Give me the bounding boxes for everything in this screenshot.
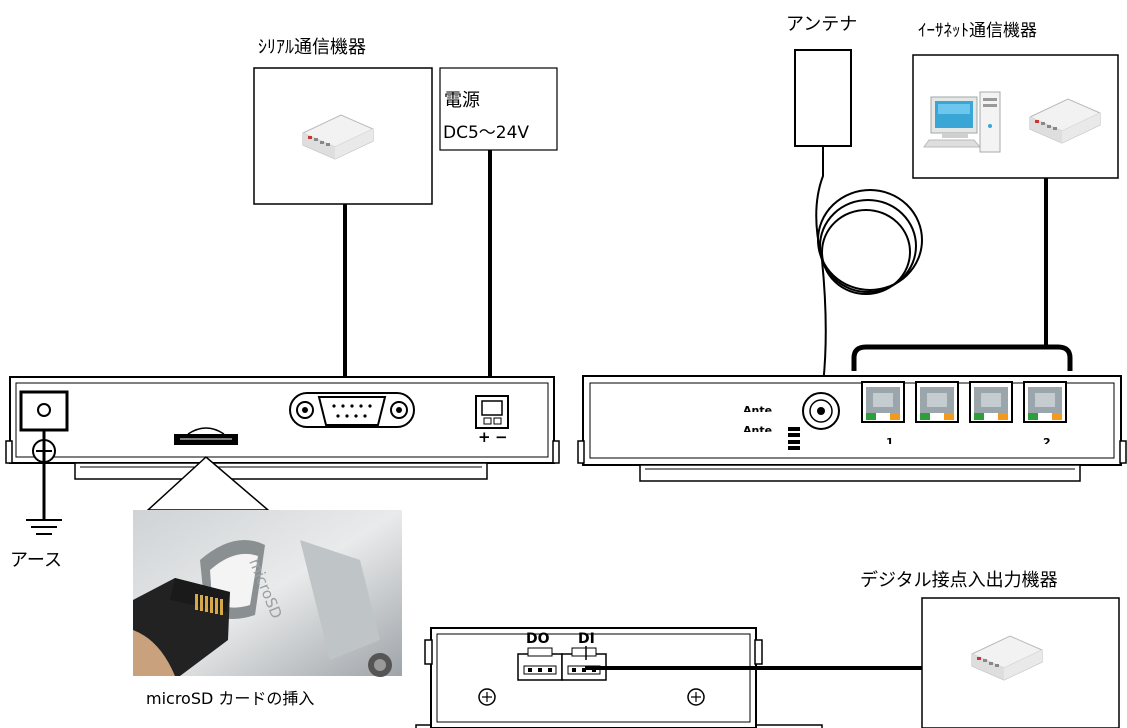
- do-label: DO: [526, 631, 550, 647]
- screw-left: [478, 688, 496, 706]
- screw-right: [687, 688, 705, 706]
- do-connector: [517, 647, 563, 681]
- port-label-1: 1: [886, 438, 894, 444]
- antenna-port-label-1: Ante: [743, 406, 772, 412]
- digital-io-device-label: デジタル接点入出力機器: [860, 570, 1058, 591]
- ethernet-port-3: [969, 381, 1013, 423]
- microsd-insert-label: microSD カードの挿入: [146, 689, 315, 708]
- ethernet-port-4: [1023, 381, 1067, 423]
- earth-label: アース: [10, 550, 63, 571]
- power-minus-label: −: [495, 428, 508, 446]
- ethernet-bracket: [851, 344, 1073, 371]
- desktop-pc-icon: [923, 91, 1001, 153]
- ethernet-port-2: [915, 381, 959, 423]
- microsd-insertion-photo: [133, 510, 402, 677]
- power-box: [439, 67, 558, 151]
- power-plus-label: +: [478, 428, 491, 446]
- ground-symbol-icon: [26, 519, 62, 535]
- power-title: 電源: [444, 90, 480, 111]
- ethernet-device-label: ｲｰｻﾈｯﾄ通信機器: [918, 21, 1037, 41]
- antenna-box: [794, 49, 852, 147]
- ethernet-port-1: [861, 381, 905, 423]
- antenna-port-label-2: Ante: [743, 426, 772, 432]
- port-label-2: 2: [1043, 438, 1051, 444]
- serial-device-label: ｼﾘｱﾙ通信機器: [258, 37, 366, 58]
- di-label: DI: [578, 631, 595, 647]
- power-terminal: [475, 395, 509, 429]
- dsub9-connector: [289, 392, 415, 428]
- antenna-label: アンテナ: [786, 14, 858, 35]
- left-device-panel: [9, 376, 555, 464]
- power-voltage: DC5～24V: [443, 123, 530, 143]
